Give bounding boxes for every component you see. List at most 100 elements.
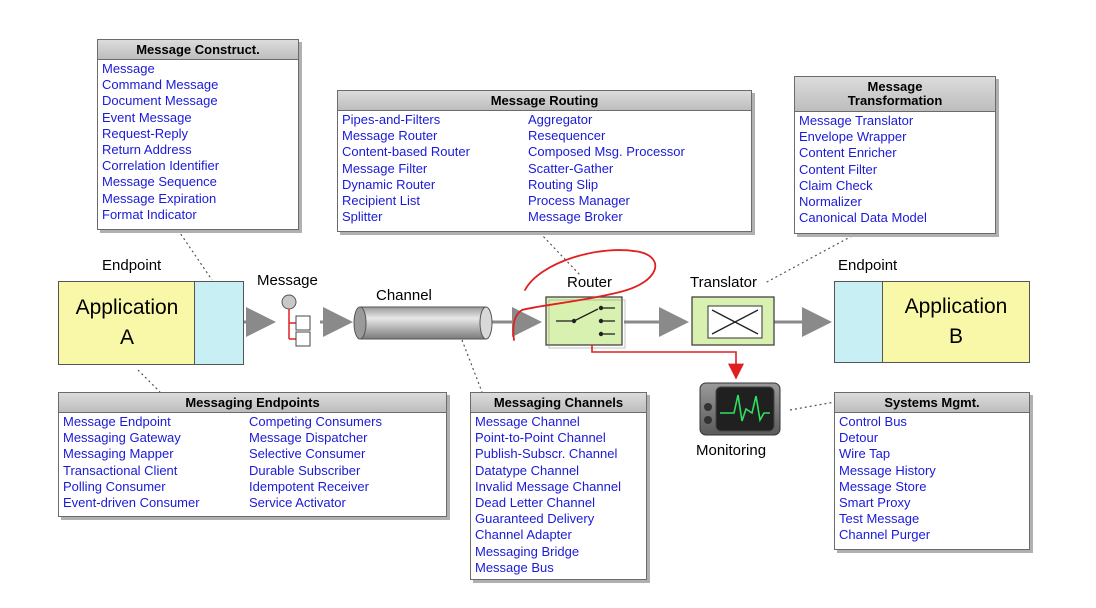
- pattern-item[interactable]: Dead Letter Channel: [475, 495, 595, 511]
- pattern-item[interactable]: Message Sequence: [102, 174, 217, 190]
- pattern-item[interactable]: Point-to-Point Channel: [475, 430, 606, 446]
- application-a-line2: A: [119, 326, 134, 349]
- application-b-endpoint-port: [834, 281, 884, 363]
- pattern-item[interactable]: Message Filter: [342, 160, 428, 176]
- pattern-item[interactable]: Event-driven Consumer: [63, 495, 200, 511]
- pattern-item[interactable]: Canonical Data Model: [799, 210, 927, 226]
- pattern-item[interactable]: Message: [102, 61, 155, 76]
- pattern-item[interactable]: Message History: [839, 462, 936, 478]
- application-b-line1: Application: [904, 295, 1008, 318]
- pattern-item[interactable]: Messaging Mapper: [63, 446, 174, 462]
- pattern-item[interactable]: Message Store: [839, 478, 927, 494]
- pattern-item[interactable]: Messaging Bridge: [475, 543, 580, 559]
- pattern-item[interactable]: Message Bus: [475, 559, 554, 575]
- pattern-item[interactable]: Detour: [839, 430, 879, 446]
- pattern-item[interactable]: Wire Tap: [839, 446, 891, 462]
- message-transformation-title-line1: Message: [867, 79, 923, 94]
- application-a-label: Application A: [59, 293, 195, 353]
- application-b: Application B: [882, 281, 1030, 363]
- systems-management-title: Systems Mgmt.: [835, 393, 1029, 413]
- pattern-item[interactable]: Channel Purger: [839, 527, 931, 543]
- monitoring-label: Monitoring: [696, 442, 767, 459]
- pattern-item[interactable]: Content Filter: [799, 161, 878, 177]
- pattern-item[interactable]: Content-based Router: [342, 144, 470, 160]
- pattern-item[interactable]: Datatype Channel: [475, 462, 580, 478]
- endpoint-left-label: Endpoint: [102, 257, 162, 274]
- messaging-channels-title: Messaging Channels: [471, 393, 646, 413]
- pattern-item[interactable]: Normalizer: [799, 194, 862, 210]
- pattern-item[interactable]: Correlation Identifier: [102, 158, 220, 174]
- pattern-item[interactable]: Channel Adapter: [475, 527, 572, 543]
- endpoint-right-label: Endpoint: [838, 257, 898, 274]
- message-label: Message: [257, 272, 318, 289]
- pattern-item[interactable]: Message Router: [342, 128, 438, 144]
- router-component-icon: [545, 296, 626, 349]
- pattern-item[interactable]: Control Bus: [839, 414, 907, 429]
- message-construction-title: Message Construct.: [98, 40, 298, 60]
- pattern-item[interactable]: Transactional Client: [63, 462, 178, 478]
- pattern-item[interactable]: Format Indicator: [102, 206, 197, 222]
- pattern-item[interactable]: Recipient List: [342, 193, 421, 209]
- pattern-item[interactable]: Message Expiration: [102, 190, 217, 206]
- pattern-item[interactable]: Message Translator: [799, 113, 914, 128]
- pattern-item[interactable]: Document Message: [102, 93, 218, 109]
- pattern-item[interactable]: Process Manager: [528, 193, 630, 209]
- pattern-item[interactable]: Publish-Subscr. Channel: [475, 446, 618, 462]
- pattern-item[interactable]: Message Dispatcher: [249, 430, 368, 446]
- pattern-item[interactable]: Claim Check: [799, 177, 873, 193]
- pattern-item[interactable]: Competing Consumers: [249, 414, 382, 429]
- pattern-item[interactable]: Durable Subscriber: [249, 462, 361, 478]
- pattern-item[interactable]: Envelope Wrapper: [799, 129, 907, 145]
- application-b-line2: B: [948, 325, 963, 348]
- pattern-item[interactable]: Message Channel: [475, 414, 580, 429]
- translator-component-icon: [691, 296, 775, 346]
- channel-label: Channel: [376, 287, 432, 304]
- pattern-item[interactable]: Event Message: [102, 109, 192, 125]
- router-label: Router: [567, 274, 613, 291]
- pattern-item[interactable]: Dynamic Router: [342, 176, 436, 192]
- application-a-endpoint-port: [194, 281, 244, 365]
- pattern-item[interactable]: Message Broker: [528, 209, 623, 225]
- pattern-item[interactable]: Pipes-and-Filters: [342, 112, 441, 127]
- pattern-item[interactable]: Messaging Gateway: [63, 430, 181, 446]
- pattern-item[interactable]: Smart Proxy: [839, 495, 911, 511]
- pattern-item[interactable]: Test Message: [839, 511, 920, 527]
- pattern-item[interactable]: Guaranteed Delivery: [475, 511, 595, 527]
- pattern-item[interactable]: Resequencer: [528, 128, 606, 144]
- pattern-item[interactable]: Aggregator: [528, 112, 593, 127]
- pattern-item[interactable]: Scatter-Gather: [528, 160, 614, 176]
- pattern-item[interactable]: Invalid Message Channel: [475, 478, 621, 494]
- pattern-item[interactable]: Composed Msg. Processor: [528, 144, 685, 160]
- dotted-connectors: [137, 229, 853, 411]
- pattern-item[interactable]: Selective Consumer: [249, 446, 366, 462]
- translator-label: Translator: [690, 274, 757, 291]
- pattern-item[interactable]: Command Message: [102, 77, 219, 93]
- channel-pipe-icon: [353, 306, 493, 340]
- pattern-item[interactable]: Routing Slip: [528, 176, 599, 192]
- message-icon: [281, 294, 311, 347]
- messaging-endpoints-title: Messaging Endpoints: [59, 393, 446, 413]
- pattern-item[interactable]: Request-Reply: [102, 125, 188, 141]
- pattern-item[interactable]: Polling Consumer: [63, 478, 166, 494]
- monitor-icon: [699, 382, 781, 436]
- pattern-item[interactable]: Content Enricher: [799, 145, 897, 161]
- wire-tap-line: [591, 345, 744, 380]
- message-routing-title: Message Routing: [338, 91, 751, 111]
- pattern-item[interactable]: Return Address: [102, 142, 192, 158]
- message-transformation-panel: Message Transformation Message Translato…: [794, 76, 996, 234]
- pattern-item[interactable]: Message Endpoint: [63, 414, 171, 429]
- pattern-item[interactable]: Service Activator: [249, 495, 346, 511]
- pattern-item[interactable]: Splitter: [342, 209, 383, 225]
- pattern-item[interactable]: Idempotent Receiver: [249, 478, 369, 494]
- application-b-label: Application B: [883, 292, 1029, 352]
